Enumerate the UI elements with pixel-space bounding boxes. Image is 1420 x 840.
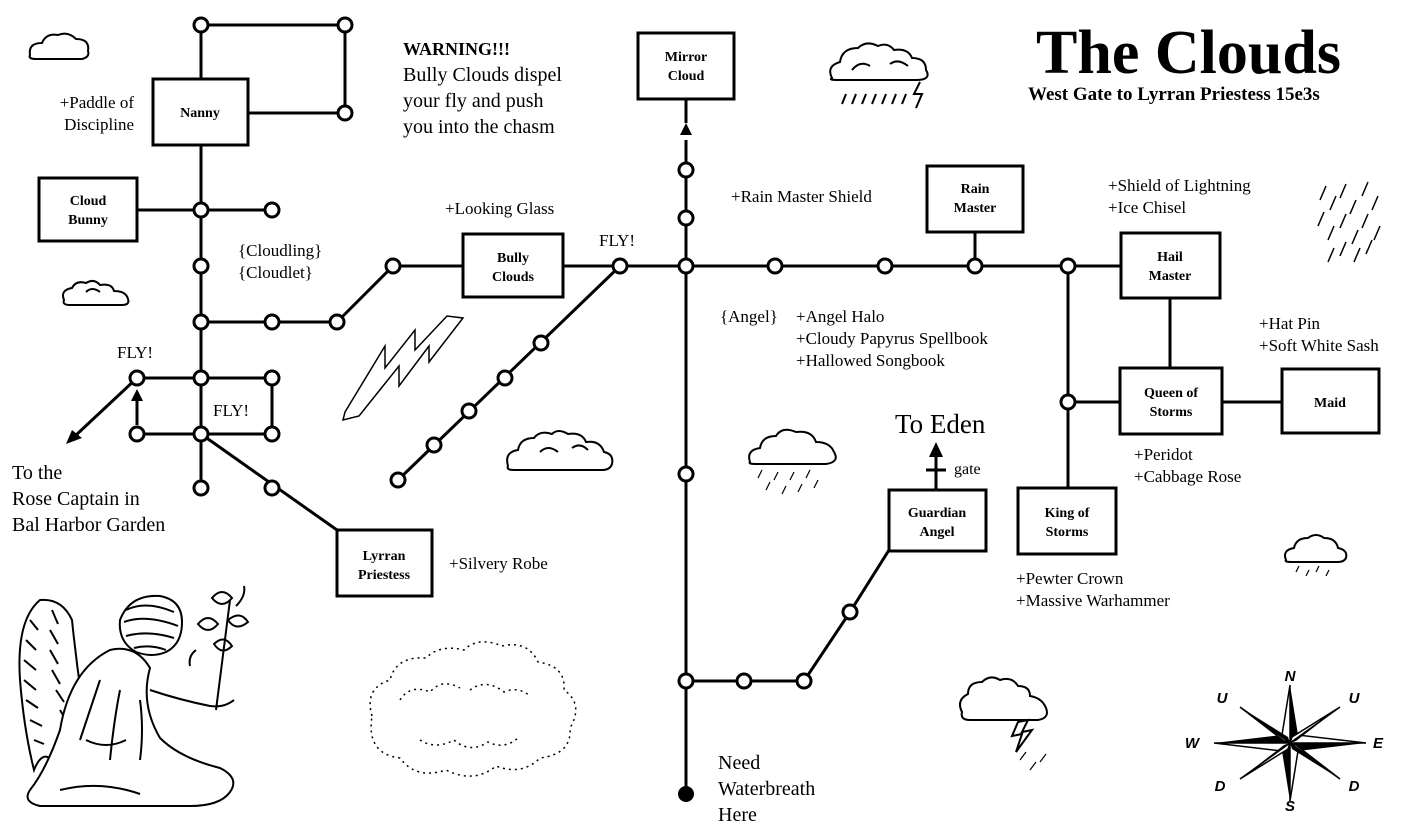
- svg-text:Angel: Angel: [920, 525, 955, 540]
- storm-cloud-icon: [829, 42, 929, 109]
- rain-cloud-icon: [1284, 534, 1348, 577]
- room-king-of-storms[interactable]: King of Storms: [1016, 486, 1118, 556]
- angel-items-label: +Angel Halo +Cloudy Papyrus Spellbook +H…: [796, 306, 988, 372]
- paddle-line: Discipline: [64, 115, 134, 134]
- paddle-label: +Paddle of Discipline: [40, 92, 134, 136]
- room-rain-master[interactable]: Rain Master: [925, 164, 1025, 234]
- room-guardian-angel[interactable]: Guardian Angel: [887, 488, 988, 553]
- king-item: +Pewter Crown: [1016, 569, 1124, 588]
- to-eden-exit-label[interactable]: To Eden: [895, 409, 986, 439]
- angel-item: +Angel Halo: [796, 307, 885, 326]
- svg-text:Guardian: Guardian: [908, 506, 967, 521]
- compass-rose-icon: N S E W U U D D: [1185, 668, 1384, 815]
- svg-text:Storms: Storms: [1046, 525, 1089, 540]
- warning-line: you into the chasm: [403, 116, 555, 138]
- looking-glass-label: +Looking Glass: [445, 199, 555, 218]
- warning-line: your fly and push: [403, 90, 544, 112]
- silvery-robe-label: +Silvery Robe: [449, 554, 548, 573]
- angel-mob-label: {Angel}: [720, 307, 778, 326]
- svg-text:Priestess: Priestess: [358, 568, 411, 583]
- cloudling-line: {Cloudling}: [238, 241, 323, 260]
- svg-text:N: N: [1285, 668, 1297, 685]
- rain-icon: [1317, 181, 1381, 263]
- gate-label: gate: [954, 461, 981, 478]
- fly-label: FLY!: [213, 401, 250, 420]
- maid-item: +Hat Pin: [1259, 314, 1321, 333]
- svg-text:Mirror: Mirror: [665, 50, 708, 65]
- hail-item: +Ice Chisel: [1108, 198, 1187, 217]
- svg-text:U: U: [1217, 690, 1229, 707]
- svg-text:Master: Master: [954, 201, 997, 216]
- svg-text:Cloud: Cloud: [668, 69, 705, 84]
- svg-text:Master: Master: [1149, 269, 1192, 284]
- room-hail-master[interactable]: Hail Master: [1119, 231, 1222, 300]
- svg-text:Cloud: Cloud: [70, 194, 107, 209]
- svg-text:Hail: Hail: [1157, 250, 1183, 265]
- kneeling-angel-illustration: [18, 585, 250, 807]
- svg-text:Queen of: Queen of: [1144, 386, 1198, 401]
- maid-item: +Soft White Sash: [1259, 336, 1379, 355]
- rain-cloud-icon: [748, 428, 837, 495]
- cloud-icon: [62, 279, 130, 306]
- fly-label: FLY!: [117, 343, 154, 362]
- svg-text:U: U: [1349, 690, 1361, 707]
- svg-text:King of: King of: [1045, 506, 1090, 521]
- king-items-label: +Pewter Crown +Massive Warhammer: [1016, 568, 1170, 612]
- cloud-icon: [28, 32, 90, 60]
- page-subtitle: West Gate to Lyrran Priestess 15e3s: [1028, 84, 1320, 105]
- angel-item: +Hallowed Songbook: [796, 351, 945, 370]
- warning-heading: WARNING!!!: [403, 39, 510, 59]
- maid-items-label: +Hat Pin +Soft White Sash: [1259, 313, 1379, 357]
- queen-item: +Peridot: [1134, 445, 1193, 464]
- dotted-cloud-icon: [369, 641, 577, 777]
- cloud-icon: [506, 430, 614, 471]
- waterbreath-note: Need Waterbreath Here: [718, 750, 815, 828]
- cloudling-label: {Cloudling} {Cloudlet}: [238, 240, 322, 284]
- page-title: The Clouds: [1036, 19, 1341, 87]
- svg-text:Bunny: Bunny: [68, 213, 108, 228]
- room-lyrran-priestess[interactable]: Lyrran Priestess: [335, 528, 434, 598]
- svg-text:Clouds: Clouds: [492, 270, 535, 285]
- warning-note: WARNING!!! Bully Clouds dispel your fly …: [403, 36, 562, 140]
- hail-items-label: +Shield of Lightning +Ice Chisel: [1108, 175, 1251, 219]
- storm-cloud-icon: [959, 676, 1048, 771]
- svg-text:D: D: [1215, 778, 1226, 795]
- hail-item: +Shield of Lightning: [1108, 176, 1251, 195]
- waterbreath-line: Here: [718, 804, 757, 826]
- room-mirror-cloud[interactable]: Mirror Cloud: [636, 31, 736, 101]
- svg-text:Maid: Maid: [1314, 396, 1346, 411]
- svg-text:D: D: [1349, 778, 1360, 795]
- warning-line: Bully Clouds dispel: [403, 64, 562, 86]
- angel-item: +Cloudy Papyrus Spellbook: [796, 329, 988, 348]
- king-item: +Massive Warhammer: [1016, 591, 1170, 610]
- cloudling-line: {Cloudlet}: [238, 263, 313, 282]
- rose-captain-line: Rose Captain in: [12, 488, 140, 510]
- rose-captain-line: To the: [12, 462, 63, 484]
- lightning-icon: [341, 315, 465, 422]
- room-maid[interactable]: Maid: [1280, 367, 1381, 435]
- queen-item: +Cabbage Rose: [1134, 467, 1242, 486]
- paddle-line: +Paddle of: [59, 93, 134, 112]
- svg-text:Storms: Storms: [1150, 405, 1193, 420]
- svg-text:Nanny: Nanny: [180, 106, 220, 121]
- rain-master-shield-label: +Rain Master Shield: [731, 187, 872, 206]
- svg-text:W: W: [1185, 735, 1201, 752]
- room-nanny[interactable]: Nanny: [151, 77, 250, 147]
- svg-text:Rain: Rain: [961, 182, 990, 197]
- svg-text:S: S: [1285, 798, 1295, 815]
- svg-text:Bully: Bully: [497, 251, 529, 266]
- waterbreath-line: Waterbreath: [718, 778, 816, 800]
- queen-items-label: +Peridot +Cabbage Rose: [1134, 444, 1241, 488]
- svg-text:Lyrran: Lyrran: [363, 549, 406, 564]
- fly-label: FLY!: [599, 231, 636, 250]
- map-nodes: [128, 16, 1077, 802]
- waterbreath-line: Need: [718, 752, 761, 774]
- rose-captain-exit-label[interactable]: To the Rose Captain in Bal Harbor Garden: [12, 460, 165, 538]
- room-bully-clouds[interactable]: Bully Clouds: [461, 232, 565, 299]
- room-cloud-bunny[interactable]: Cloud Bunny: [37, 176, 139, 243]
- rose-captain-line: Bal Harbor Garden: [12, 514, 166, 536]
- svg-text:E: E: [1373, 735, 1384, 752]
- room-queen-of-storms[interactable]: Queen of Storms: [1118, 366, 1224, 436]
